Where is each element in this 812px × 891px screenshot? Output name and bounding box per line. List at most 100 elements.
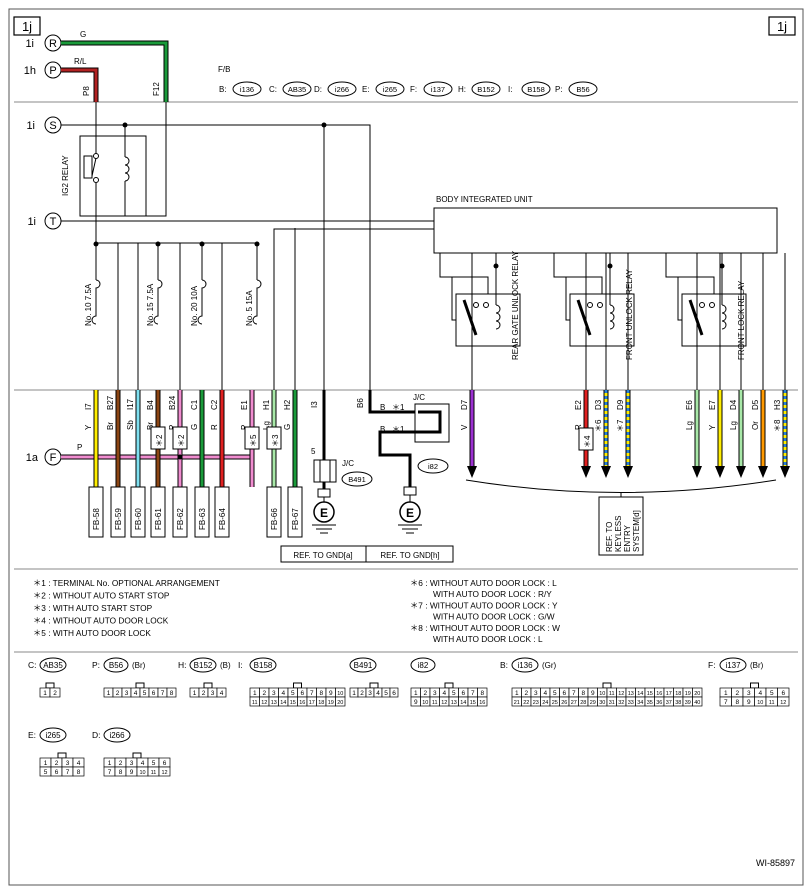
connector-latch <box>750 682 759 689</box>
fb-legend-oval <box>232 81 262 97</box>
connector-pin-number: 5 <box>152 760 156 767</box>
connector-pin-number: 5 <box>44 769 48 776</box>
connector-pin-number: 5 <box>452 690 456 697</box>
connector-pin-number: 3 <box>130 760 134 767</box>
connector-pin-number: 7 <box>310 690 314 697</box>
wire-color-label: R <box>210 424 219 430</box>
connector-oval <box>511 657 539 673</box>
connector-pin-number: 5 <box>770 690 774 697</box>
connector-pin-number: 6 <box>300 690 304 697</box>
svg-text:F/B: F/B <box>218 65 230 74</box>
wire-color-label: R <box>574 424 583 430</box>
fb-legend-oval <box>327 81 357 97</box>
fb-output-box <box>130 486 146 538</box>
connector-pin-number: 6 <box>392 690 396 697</box>
svg-text:REF. TO GND[a]: REF. TO GND[a] <box>293 551 352 560</box>
connector-pin-number: 9 <box>329 690 333 697</box>
svg-text:＊1: ＊1 <box>392 425 405 434</box>
connector-pin <box>477 696 488 707</box>
connector-latch <box>45 682 55 689</box>
pin-label: E7 <box>708 400 717 410</box>
fb-legend-oval <box>568 81 598 97</box>
connector-pin-number: 7 <box>66 769 70 776</box>
connector-id: B56 <box>109 661 124 670</box>
connector-pin-number: 16 <box>299 700 305 706</box>
note-right: ＊8 : WITHOUT AUTO DOOR LOCK : W <box>410 623 560 633</box>
body-integrated-unit: BODY INTEGRATED UNIT <box>433 195 778 254</box>
connector-latch <box>444 682 454 689</box>
keyless-line: ENTRY <box>623 524 632 552</box>
connector-oval <box>103 727 131 743</box>
keyless-line: REF. TO <box>605 522 614 552</box>
svg-text:5: 5 <box>311 447 316 456</box>
connector-pin <box>49 687 61 698</box>
svg-text:1h: 1h <box>24 65 36 77</box>
fuse: No. 15 7.5A <box>146 241 163 326</box>
fb-legend-conn: i265 <box>383 85 397 94</box>
note-label: ＊6 <box>594 419 603 432</box>
connector-pin-number: 25 <box>552 700 558 706</box>
connector-pin-number: 40 <box>694 700 700 706</box>
fuse: No. 10 7.5A <box>84 241 101 326</box>
connector-pin-number: 17 <box>309 700 315 706</box>
connector-pin-number: 6 <box>163 760 167 767</box>
fb-output-label: FB-60 <box>134 508 143 530</box>
connector-key: H: <box>178 660 187 670</box>
arrow-head <box>692 466 702 478</box>
fuse-label: No. 10 7.5A <box>84 283 93 326</box>
connector-pin <box>158 766 171 777</box>
fb-output-box <box>287 486 303 538</box>
connector-pin-number: 32 <box>618 700 624 706</box>
wire-color-label: Lg <box>685 421 694 430</box>
connector-pin-number: 13 <box>271 700 277 706</box>
connector-pin-number: 2 <box>202 690 206 697</box>
svg-text:B: B <box>380 403 385 412</box>
fb-legend-oval <box>375 81 405 97</box>
junction-dot <box>177 454 183 460</box>
connector-latch <box>132 752 142 759</box>
connector-pin-number: 2 <box>119 760 123 767</box>
svg-text:B491: B491 <box>348 475 366 484</box>
connector-pin-number: 14 <box>280 700 286 706</box>
fb-legend-oval <box>282 81 312 97</box>
connector-pin-number: 20 <box>694 691 700 697</box>
connector-pin-number: 3 <box>66 760 70 767</box>
connector-latch <box>135 682 145 689</box>
connector-pin-number: 5 <box>291 690 295 697</box>
fb-legend-key: I: <box>508 85 512 94</box>
wire-color-label: Br <box>106 422 115 430</box>
svg-text:E: E <box>406 506 414 520</box>
svg-text:P: P <box>49 65 56 77</box>
connector-pin-number: 9 <box>747 699 751 706</box>
connector-pin-number: 16 <box>656 691 662 697</box>
connector-latch <box>203 682 213 689</box>
note-right: ＊6 : WITHOUT AUTO DOOR LOCK : L <box>410 578 557 588</box>
fb-legend-key: F: <box>410 85 417 94</box>
fb-legend-conn: B152 <box>477 85 495 94</box>
note-label: ＊5 <box>249 434 258 447</box>
svg-text:REF. TO GND[h]: REF. TO GND[h] <box>380 551 439 560</box>
connector-pin-number: 8 <box>581 690 585 697</box>
connector-pin-number: 4 <box>442 690 446 697</box>
note-right: WITH AUTO DOOR LOCK : G/W <box>433 612 555 622</box>
note-label: ＊7 <box>616 419 625 432</box>
note-right: ＊7 : WITHOUT AUTO DOOR LOCK : Y <box>410 600 558 610</box>
connector-pin-number: 2 <box>262 690 266 697</box>
connector-latch <box>602 682 612 689</box>
wire-color-label: Lg <box>262 421 271 430</box>
connector-latch <box>369 682 379 689</box>
arrow-head <box>736 466 746 478</box>
pin-label: D9 <box>616 399 625 410</box>
svg-text:P: P <box>77 443 82 452</box>
pin-label: I7 <box>84 403 93 410</box>
connector-pin-number: 8 <box>735 699 739 706</box>
note-left: ＊2 : WITHOUT AUTO START STOP <box>33 591 170 601</box>
connector-id: i82 <box>418 661 429 670</box>
fb-output-label: FB-63 <box>198 508 207 530</box>
fb-output-box <box>150 486 166 538</box>
connector-pin-number: 31 <box>609 700 615 706</box>
wire-color-label: Y <box>84 424 93 430</box>
note-label: ＊4 <box>583 435 592 448</box>
